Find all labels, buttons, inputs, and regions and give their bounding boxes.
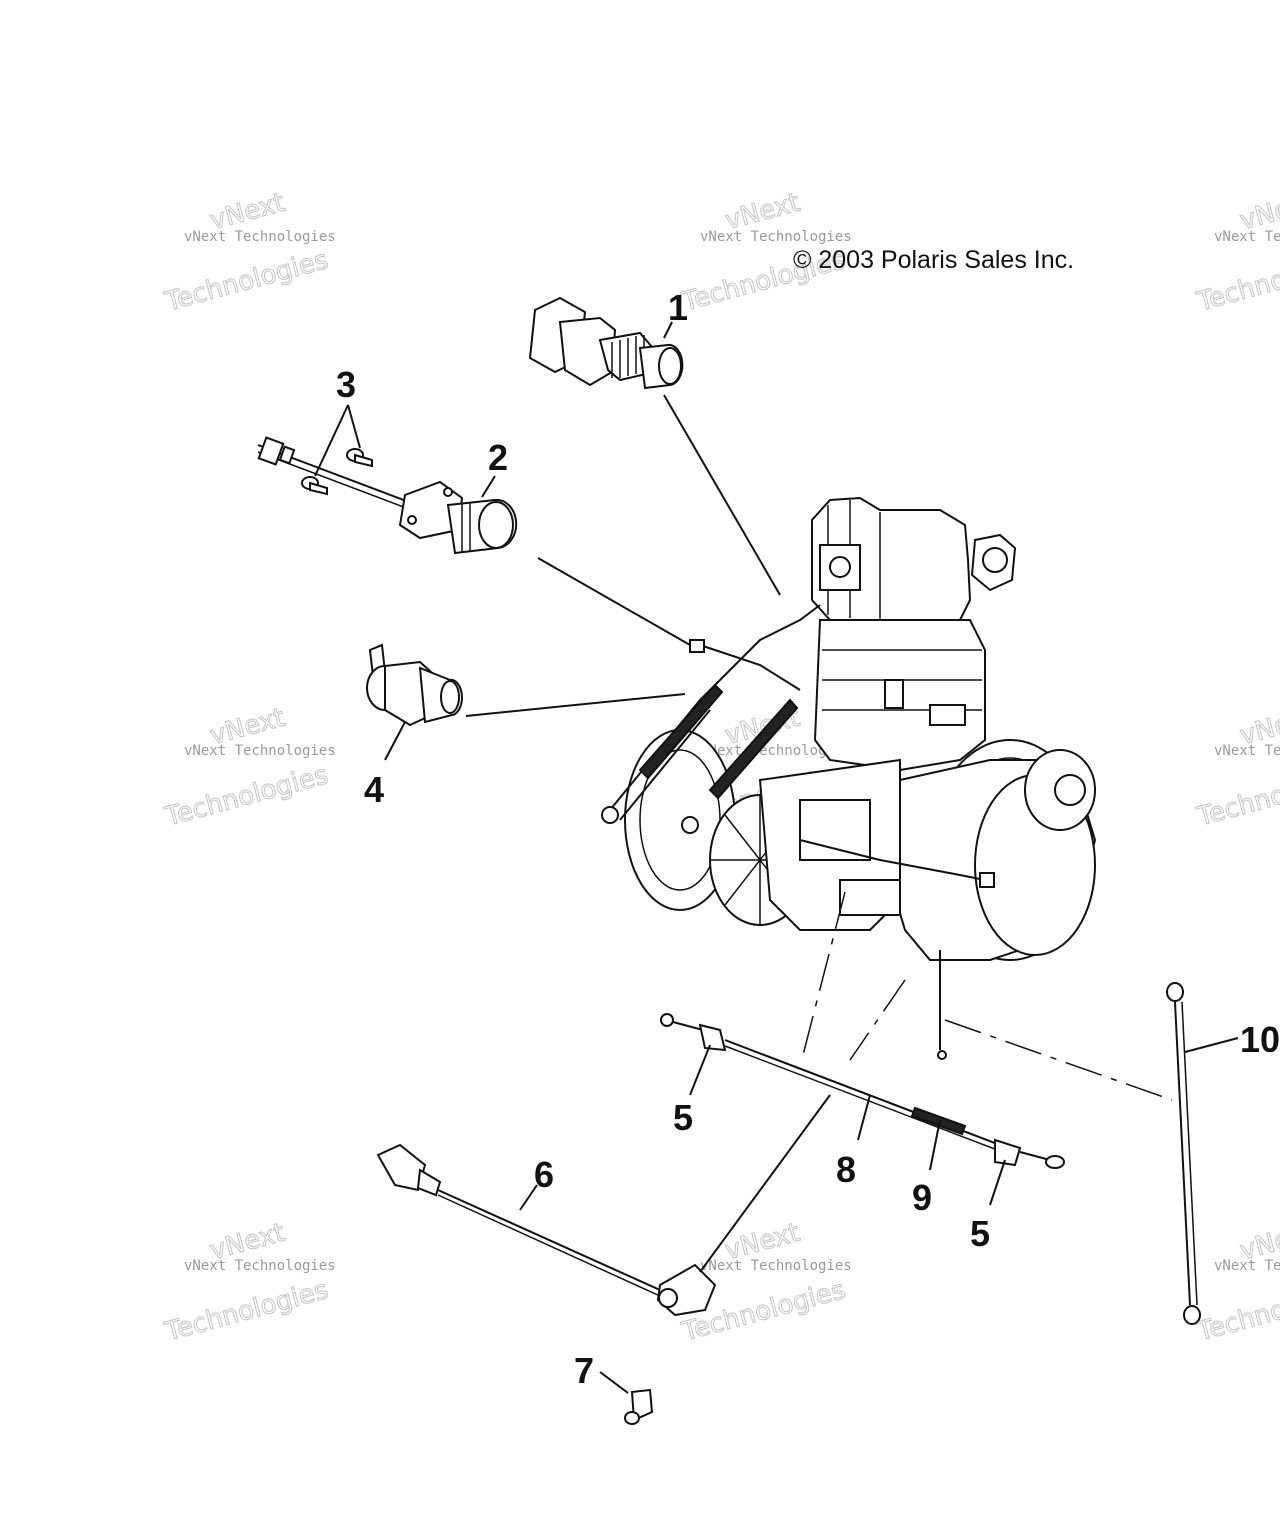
callout-7: 7 [574,1350,594,1391]
leader-line-1 [663,394,781,596]
leader-line-4 [465,693,686,717]
svg-text:vNext Technologies: vNext Technologies [1214,1258,1280,1274]
watermark-top-left: vNext vNext Technologies Technologies [161,187,336,318]
callout-8: 8 [836,1149,856,1190]
watermark-bottom-left: vNext vNext Technologies Technologies [161,1217,336,1348]
part-7-bolt [624,1388,654,1425]
copyright-text: © 2003 Polaris Sales Inc. [793,246,1074,274]
leader-line-2 [537,557,691,646]
part-4-temperature-switch [366,643,463,727]
callout-4: 4 [364,769,384,810]
leader-tick-2 [481,475,496,498]
leader-line-10 [1184,1037,1239,1053]
svg-text:Technologies: Technologies [1193,760,1280,832]
leader-line-8 [857,1094,871,1141]
callout-6: 6 [534,1154,554,1195]
svg-text:vNext Technologies: vNext Technologies [700,743,852,759]
watermark-mid-right: vNext vNext Technologies Technologies [1193,702,1280,833]
svg-text:Technologies: Technologies [161,1275,331,1347]
svg-text:vNext Technologies: vNext Technologies [700,1258,852,1274]
svg-text:vNext Technologies: vNext Technologies [184,1258,336,1274]
svg-text:vNext Technologies: vNext Technologies [700,229,852,245]
leader-line-6b [699,1094,831,1273]
svg-text:Technologies: Technologies [161,245,331,317]
leader-line-6 [519,1184,538,1211]
leader-tick-1 [663,321,673,339]
leader-line-5a [689,1044,711,1096]
watermark-mid-left: vNext vNext Technologies Technologies [161,702,336,833]
svg-text:Technologies: Technologies [161,760,331,832]
callout-3: 3 [336,364,356,405]
leader-tick-4 [384,721,406,761]
callout-10: 10 [1240,1019,1280,1060]
svg-text:Technologies: Technologies [1193,245,1280,317]
callout-2: 2 [488,437,508,478]
engine-assembly [601,496,1097,1060]
callout-9: 9 [912,1177,932,1218]
part-2-sensor-harness [257,436,518,555]
leader-line-7 [599,1371,629,1394]
part-1-temperature-sensor [528,296,684,390]
watermark-top-right: vNext vNext Technologies Technologies [1193,187,1280,318]
callout-5a: 5 [673,1097,693,1138]
svg-text:vNext Technologies: vNext Technologies [1214,229,1280,245]
leader-line-3a [347,404,361,449]
svg-text:vNext Technologies: vNext Technologies [184,743,336,759]
watermark-bottom-right: vNext vNext Technologies Technologies [1193,1217,1280,1348]
location-line-c [944,1019,1173,1101]
part-10-ground-strap [1166,982,1201,1325]
leader-line-5b [989,1159,1006,1206]
leader-line-3b [314,404,349,477]
leader-line-9 [929,1119,941,1171]
part-3-screws [301,448,373,496]
svg-text:vNext Technologies: vNext Technologies [184,229,336,245]
location-line-a [802,891,846,1056]
callout-5b: 5 [970,1213,990,1254]
callout-1: 1 [668,287,688,328]
svg-text:Technologies: Technologies [1193,1275,1280,1347]
svg-text:vNext Technologies: vNext Technologies [1214,743,1280,759]
part-8-cable-assembly [660,1013,1065,1169]
part-6-speed-sensor [376,1143,717,1317]
location-line-b [849,979,906,1061]
